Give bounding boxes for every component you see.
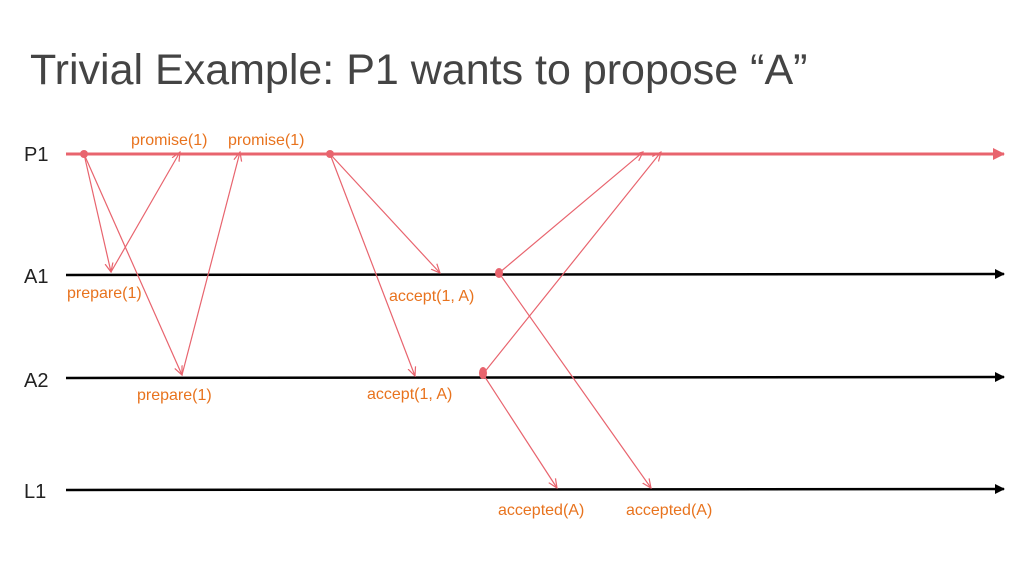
label-promise-a2: promise(1) xyxy=(228,132,304,149)
promise-arrow-a2 xyxy=(181,152,240,376)
label-accepted-a2: accepted(A) xyxy=(498,502,584,519)
event-dot-a1-accepted xyxy=(495,268,503,278)
timeline-l1 xyxy=(65,484,1005,495)
label-prepare-a1: prepare(1) xyxy=(67,285,142,302)
process-label-a1: A1 xyxy=(24,266,48,288)
prepare-arrow-a1 xyxy=(83,153,111,272)
accepted-arrow-a1-to-l1 xyxy=(498,272,651,488)
process-label-a2: A2 xyxy=(24,370,48,392)
label-accepted-a1: accepted(A) xyxy=(626,502,712,519)
process-label-l1: L1 xyxy=(24,481,46,503)
timeline-a1 xyxy=(65,269,1005,280)
label-promise-a1: promise(1) xyxy=(131,132,207,149)
prepare-arrow-a2 xyxy=(83,153,182,375)
event-dot-p1-prepare xyxy=(80,150,88,158)
event-dot-a2-accepted xyxy=(479,367,487,379)
process-label-p1: P1 xyxy=(24,144,48,166)
accept-arrow-a1 xyxy=(329,153,440,273)
event-dot-p1-accept xyxy=(326,150,334,158)
label-prepare-a2: prepare(1) xyxy=(137,387,212,404)
timeline-a2 xyxy=(65,372,1005,383)
label-accept-a1: accept(1, A) xyxy=(389,288,474,305)
slide-title: Trivial Example: P1 wants to propose “A” xyxy=(30,46,808,94)
label-accept-a2: accept(1, A) xyxy=(367,386,452,403)
accepted-arrow-a2-to-p1 xyxy=(482,152,661,375)
accepted-arrow-a1-to-p1 xyxy=(498,152,643,274)
accept-arrow-a2 xyxy=(329,153,415,376)
accepted-arrow-a2-to-l1 xyxy=(482,373,557,488)
promise-arrow-a1 xyxy=(110,152,180,273)
